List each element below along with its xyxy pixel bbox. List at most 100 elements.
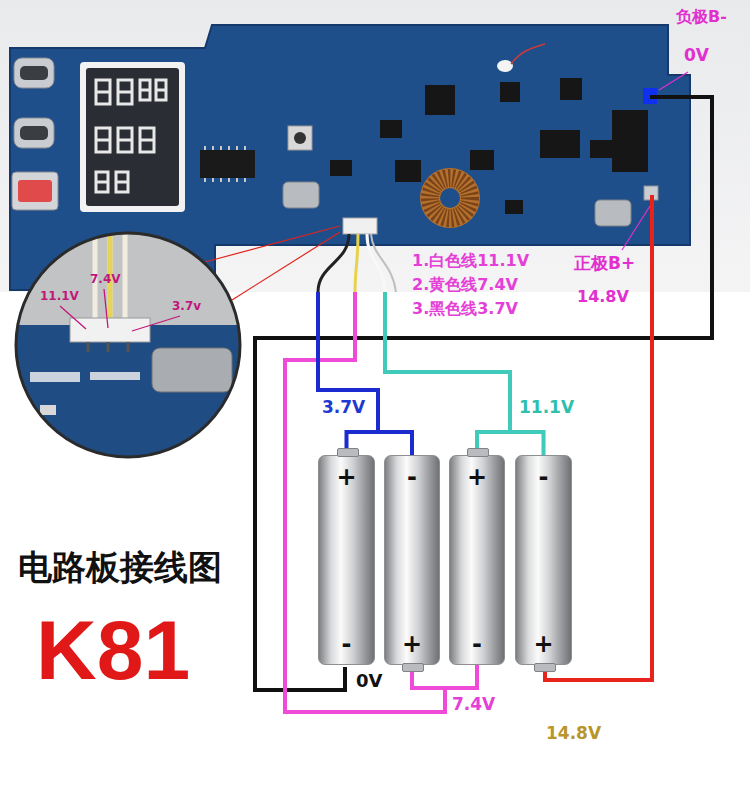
terminal-label: 负极B-: [676, 8, 727, 26]
pcb-board: [12, 172, 58, 210]
wire-voltage: 3.7V: [322, 398, 365, 418]
wire-voltage: 7.4V: [452, 695, 495, 715]
battery-cap: [402, 663, 424, 672]
battery-wires: [285, 292, 445, 712]
pcb-board: [118, 128, 132, 152]
pcb-board: [288, 126, 312, 150]
wire-voltage: 11.1V: [519, 398, 574, 418]
board-leads: [318, 234, 396, 292]
polarity-mark: -: [472, 632, 482, 656]
pcb-board: [156, 80, 166, 100]
wire-note: 3.黑色线3.7V: [412, 300, 518, 318]
battery-cell: -+: [384, 455, 440, 665]
polarity-mark: -: [342, 632, 352, 656]
pcb-board: [511, 44, 545, 64]
battery-cell: -+: [515, 455, 572, 665]
battery-wires: [318, 292, 378, 432]
pcb-board: [205, 146, 245, 182]
pcb-board: [590, 140, 612, 158]
callout-leaders: [622, 206, 650, 250]
callout-leaders: [659, 72, 688, 90]
voltage-label: 14.8V: [546, 724, 601, 744]
battery-cell: +-: [318, 455, 375, 665]
pcb-board: [80, 62, 185, 212]
pcb-board: [294, 132, 306, 144]
pin-label: 3.7v: [172, 300, 201, 314]
board-leads: [355, 234, 358, 292]
pcb-board: [430, 178, 470, 218]
battery-cap: [467, 448, 489, 457]
pcb-board: [140, 128, 154, 152]
pcb-board: [380, 120, 402, 138]
pcb-board: [330, 78, 648, 214]
inset-photo: [30, 372, 80, 382]
callout-leaders: [205, 226, 340, 262]
board-leads: [367, 234, 385, 292]
pcb-board: [140, 80, 150, 100]
inset-photo: [10, 230, 250, 460]
pcb-board: [420, 168, 480, 228]
inset-photo: [152, 348, 232, 392]
diagram-title: 电路板接线图: [18, 548, 222, 587]
pcb-board: [470, 150, 494, 170]
callout-leaders: [205, 72, 688, 300]
polarity-mark: +: [336, 465, 356, 489]
battery-wires: [255, 97, 712, 690]
voltage-label: 0V: [356, 671, 382, 692]
polarity-mark: +: [533, 632, 553, 656]
pin-label: 11.1V: [40, 290, 79, 304]
pcb-board: [20, 126, 48, 140]
pcb-board: [200, 150, 255, 178]
inset-photo: [16, 233, 240, 457]
pcb-board: [96, 80, 110, 104]
pcb-board: [96, 128, 110, 152]
battery-cap: [534, 663, 556, 672]
pcb-board: [595, 200, 631, 226]
pcb-board: [343, 218, 377, 234]
pcb-board: [497, 60, 513, 72]
polarity-mark: -: [539, 465, 549, 489]
board-leads: [371, 234, 396, 292]
battery-cap: [337, 448, 359, 457]
pcb-board: [500, 82, 520, 102]
pin-label: 7.4V: [90, 273, 121, 287]
voltage-label: 14.8V: [577, 288, 629, 306]
polarity-mark: +: [467, 465, 487, 489]
pcb-board: [425, 85, 455, 115]
pcb-board: [205, 146, 245, 150]
pcb-board: [283, 182, 319, 208]
inset-photo: [10, 230, 250, 460]
pcb-board: [96, 80, 166, 192]
pcb-board: [560, 78, 582, 100]
pcb-board: [205, 178, 245, 182]
polarity-mark: +: [402, 632, 422, 656]
wire-note: 1.白色线11.1V: [412, 252, 529, 270]
pcb-board: [612, 110, 648, 172]
inset-photo: [10, 230, 250, 325]
model-number: K81: [36, 608, 190, 692]
pcb-board: [14, 118, 54, 148]
pcb-board: [505, 200, 523, 214]
pcb-board: [395, 160, 421, 182]
wire-note: 2.黄色线7.4V: [412, 276, 518, 294]
pcb-board: [118, 80, 132, 104]
pcb-board: [440, 188, 460, 208]
inset-photo: [40, 405, 56, 415]
inset-photo: [10, 230, 250, 460]
pcb-board: [86, 68, 179, 206]
battery-cell: +-: [449, 455, 505, 665]
pcb-board: [116, 172, 128, 192]
pcb-board: [96, 172, 108, 192]
pcb-board: [18, 180, 52, 202]
inset-photo: [88, 342, 128, 352]
pcb-board: [14, 58, 54, 88]
inset-photo: [70, 318, 150, 342]
voltage-label: 0V: [684, 46, 709, 66]
inset-photo: [90, 372, 140, 380]
terminal-label: 正极B+: [574, 254, 635, 274]
pcb-board: [540, 130, 580, 158]
pcb-board: [20, 66, 48, 80]
battery-wires: [255, 97, 712, 712]
callout-leaders: [232, 232, 340, 300]
